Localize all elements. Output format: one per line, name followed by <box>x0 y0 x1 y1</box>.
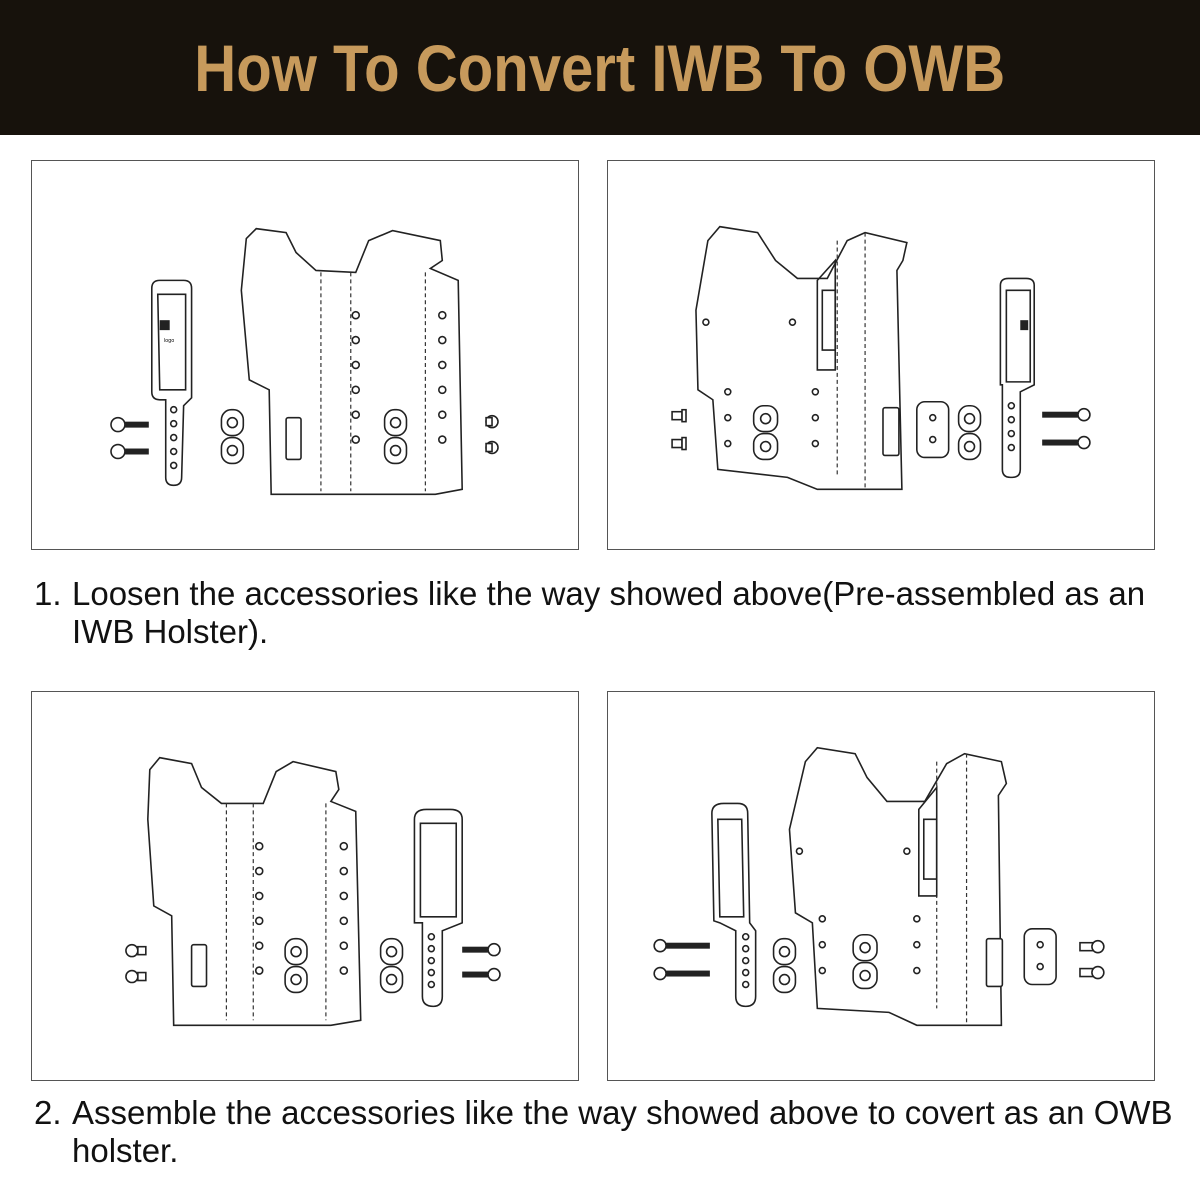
svg-text:logo: logo <box>164 338 175 344</box>
spacer-icon <box>379 937 404 994</box>
diagram-panel-iwb-front: logo <box>31 160 579 550</box>
header-banner: How To Convert IWB To OWB <box>0 0 1200 135</box>
holster-diagram <box>125 756 501 1027</box>
screw-icon <box>110 416 149 460</box>
diagram-panel-owb-back <box>607 691 1155 1081</box>
holster-diagram <box>671 225 1091 491</box>
holster-icon <box>147 756 362 1027</box>
instruction-step-2: 2. Assemble the accessories like the way… <box>34 1094 1174 1170</box>
belt-loop-icon <box>711 802 757 1008</box>
screw-icon <box>671 408 687 451</box>
screw-icon <box>1042 407 1091 450</box>
step-number: 1. <box>34 575 62 612</box>
diagram-panel-iwb-back <box>607 160 1155 550</box>
belt-clip-icon: logo <box>150 279 193 487</box>
spacer-icon <box>1023 927 1057 986</box>
step-number: 2. <box>34 1094 62 1131</box>
screw-icon <box>462 942 501 982</box>
holster-diagram: logo <box>110 227 499 496</box>
holster-icon <box>240 227 463 496</box>
holster-diagram <box>653 746 1105 1027</box>
belt-loop-icon <box>413 808 463 1008</box>
page-title: How To Convert IWB To OWB <box>194 30 1006 105</box>
belt-clip-icon <box>999 277 1036 479</box>
spacer-icon <box>772 937 797 994</box>
screw-icon <box>125 943 147 984</box>
spacer-icon <box>220 408 245 465</box>
instruction-step-1: 1. Loosen the accessories like the way s… <box>34 575 1174 651</box>
screw-icon <box>653 938 710 981</box>
step-text: Loosen the accessories like the way show… <box>72 575 1146 650</box>
diagram-panel-owb-front <box>31 691 579 1081</box>
holster-icon <box>695 225 908 491</box>
spacer-icon <box>916 400 982 461</box>
screw-icon <box>485 414 499 455</box>
holster-icon <box>788 746 1008 1027</box>
step-text: Assemble the accessories like the way sh… <box>72 1094 1173 1169</box>
screw-icon <box>1079 939 1105 980</box>
